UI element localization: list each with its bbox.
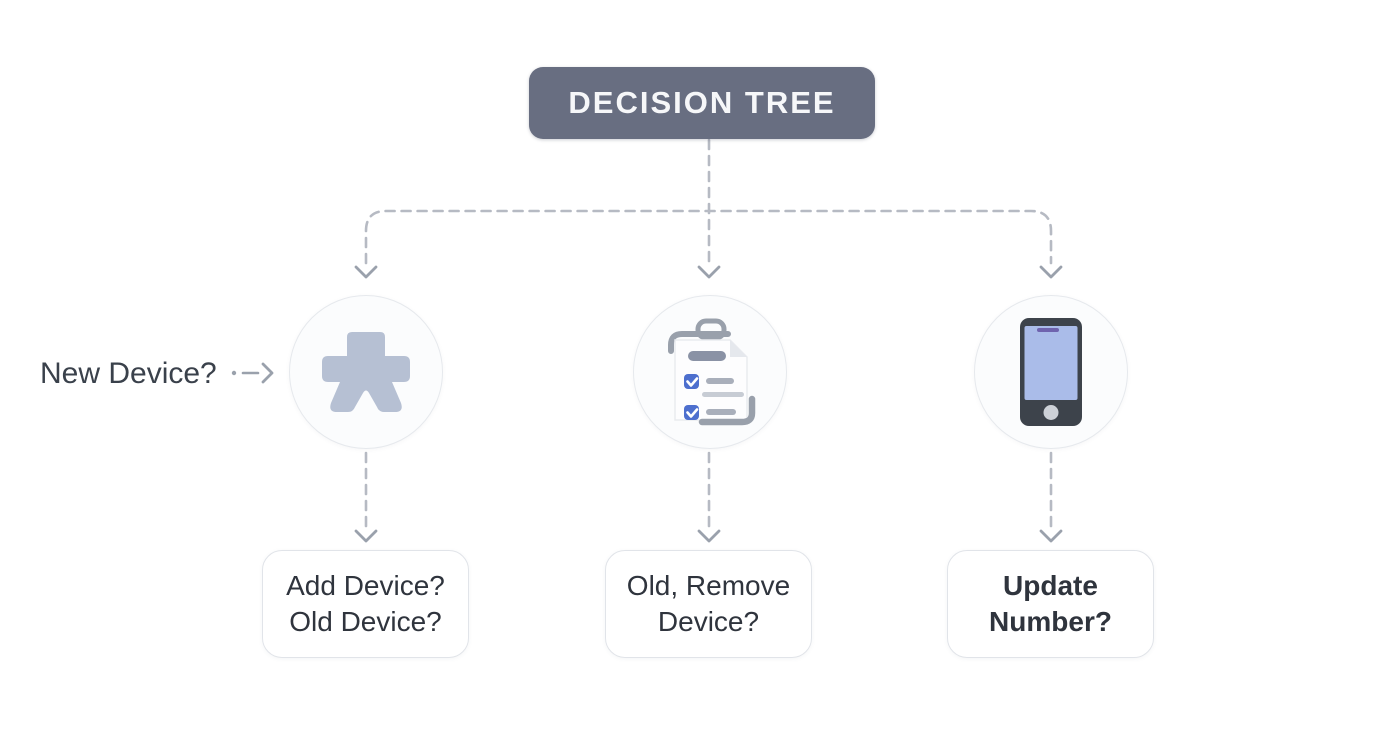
- diagram-title: DECISION TREE: [529, 67, 875, 139]
- arrowhead-down-icon: [1039, 265, 1063, 279]
- smartphone-icon: [1020, 318, 1082, 426]
- arrowhead-down-icon: [697, 265, 721, 279]
- outcome-line: Device?: [657, 606, 760, 637]
- outcome-line: Number?: [989, 606, 1112, 637]
- arrowhead-down-icon: [697, 529, 721, 543]
- node-circle-update-number: [974, 295, 1128, 449]
- outcome-line: Update: [1003, 570, 1098, 601]
- arrowhead-down-icon: [354, 265, 378, 279]
- arrowhead-down-icon: [354, 529, 378, 543]
- checklist-clipboard-icon: [668, 318, 756, 426]
- outcome-box-update-number: Update Number?: [947, 550, 1154, 658]
- node-circle-remove-device: [633, 295, 787, 449]
- meeple-plus-icon: [322, 331, 410, 412]
- side-label-arrow: [231, 370, 260, 376]
- outcome-box-add-device: Add Device? Old Device?: [262, 550, 469, 658]
- arrowhead-right-icon: [261, 362, 274, 384]
- side-label-new-device: New Device?: [40, 357, 217, 390]
- outcome-line: Old Device?: [289, 606, 442, 637]
- outcome-line: Add Device?: [286, 570, 445, 601]
- arrowhead-down-icon: [1039, 529, 1063, 543]
- outcome-line: Old, Remove: [626, 570, 791, 601]
- connector-branch-rail: [364, 209, 1053, 265]
- node-circle-add-device: [289, 295, 443, 449]
- outcome-box-remove-device: Old, Remove Device?: [605, 550, 812, 658]
